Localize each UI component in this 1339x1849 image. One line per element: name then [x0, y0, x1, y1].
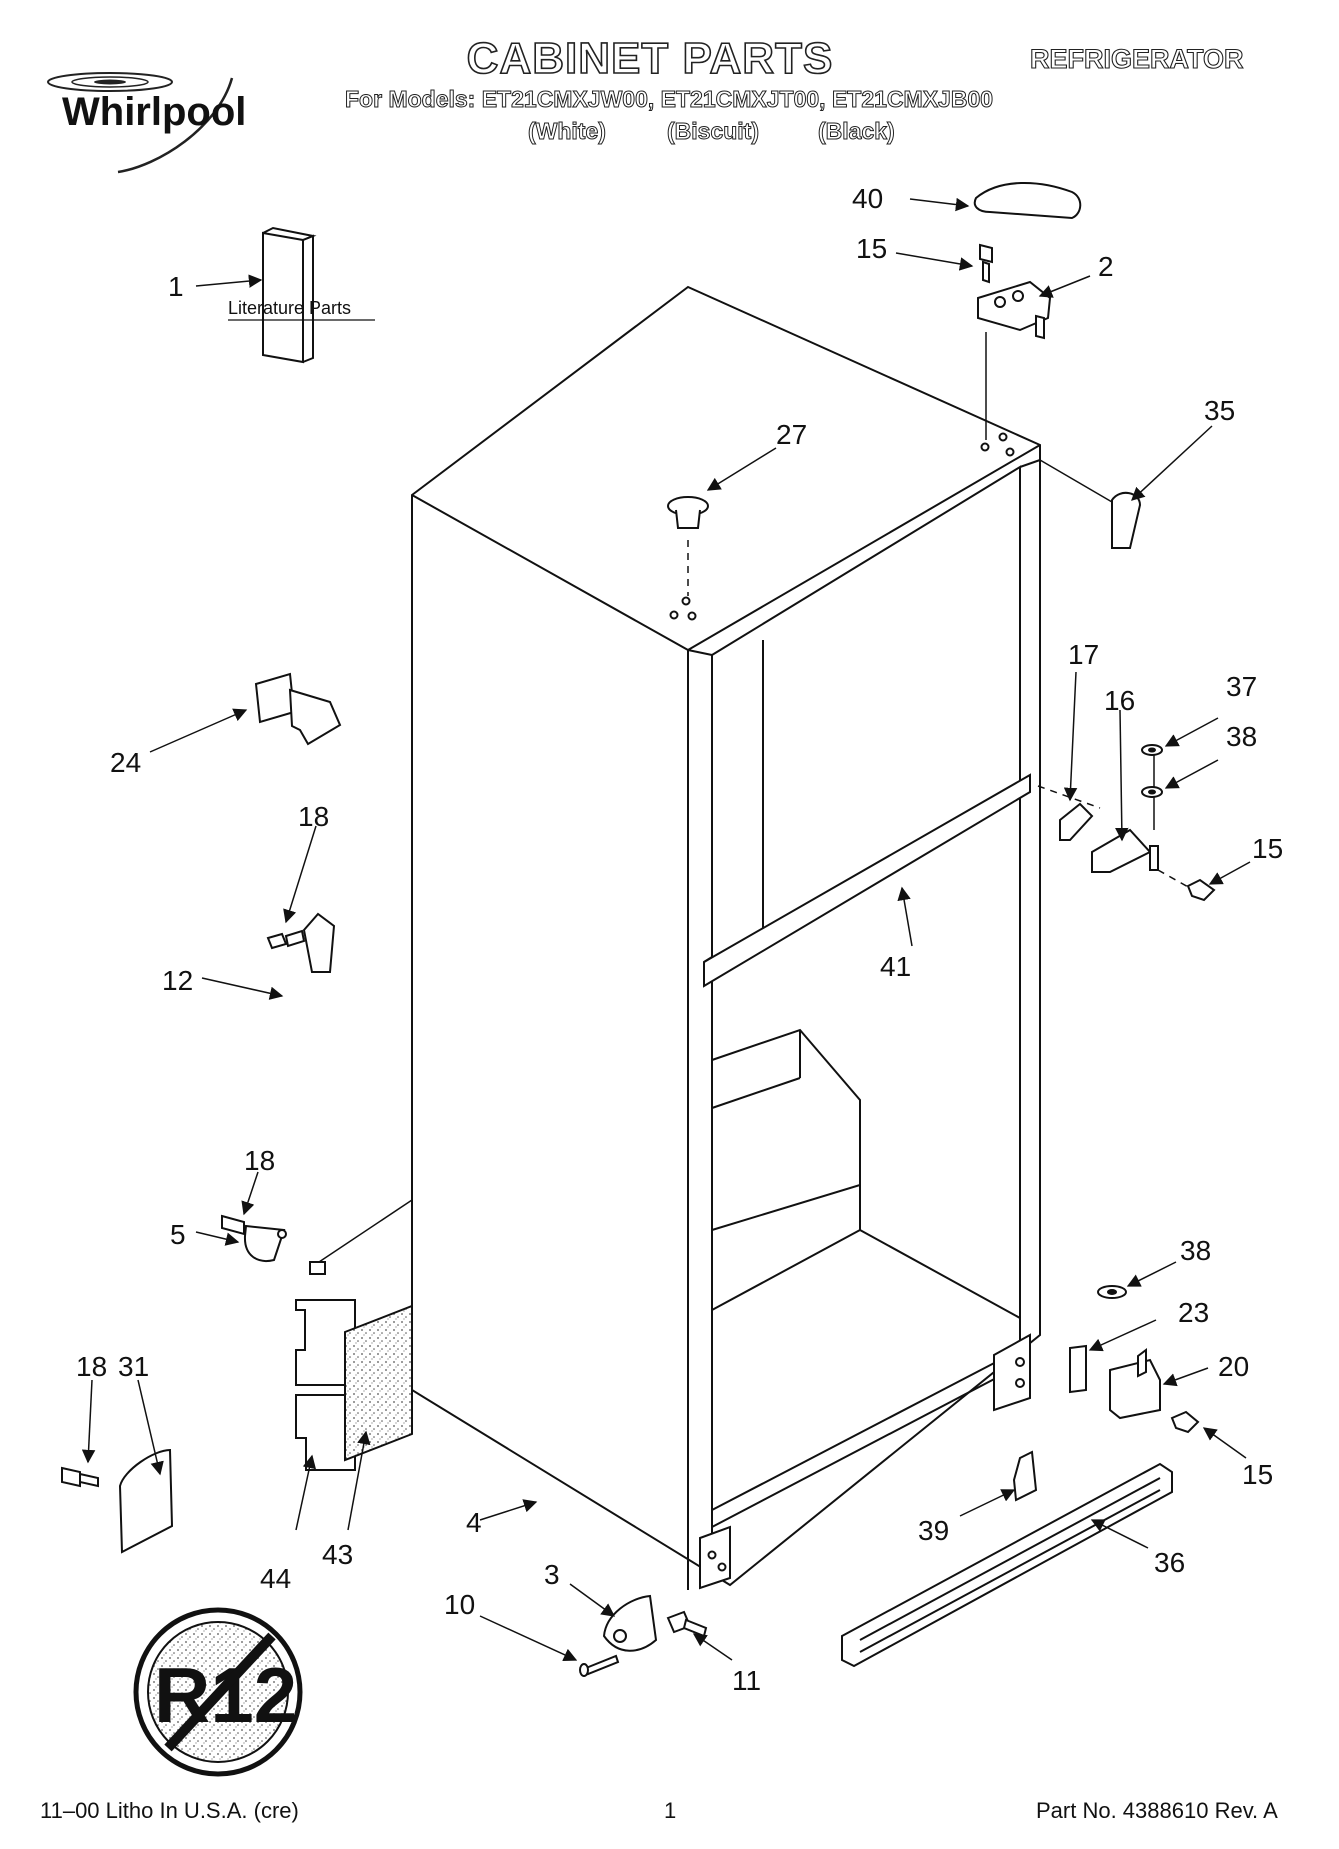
- callout-numbers: 1 2 3 4 5 10 11 12 15 15 15 16 17 18 18 …: [76, 183, 1283, 1696]
- callout-36: 36: [1154, 1547, 1185, 1578]
- appliance-category: REFRIGERATOR: [1029, 43, 1244, 74]
- refrigerator-cabinet: [411, 285, 1041, 1590]
- hinge-screw-top: [979, 243, 993, 284]
- no-r12-symbol: R12: [133, 1607, 303, 1777]
- insulation-pad: [344, 1304, 413, 1462]
- callout-27: 27: [776, 419, 807, 450]
- washer-38-lower: [1097, 1285, 1127, 1299]
- callout-38-lower: 38: [1180, 1235, 1211, 1266]
- callout-15-top: 15: [856, 233, 887, 264]
- callout-41: 41: [880, 951, 911, 982]
- callout-17: 17: [1068, 639, 1099, 670]
- access-cover: [61, 1448, 174, 1554]
- callout-18-lower: 18: [76, 1351, 107, 1382]
- callout-5: 5: [170, 1219, 186, 1250]
- hinge-shim: [1069, 1344, 1087, 1394]
- callout-39: 39: [918, 1515, 949, 1546]
- color-white: (White): [528, 118, 607, 145]
- callout-18-middle: 18: [244, 1145, 275, 1176]
- callout-4: 4: [466, 1507, 482, 1538]
- top-hinge-cover: [973, 181, 1082, 220]
- footer-part-number: Part No. 4388610 Rev. A: [1036, 1798, 1278, 1823]
- hinge-screw-center: [1186, 878, 1216, 902]
- footer-print-info: 11–00 Litho In U.S.A. (cre): [40, 1798, 299, 1823]
- top-hinge: [977, 280, 1052, 340]
- grille-clip: [1012, 1450, 1038, 1502]
- washer-37: [1141, 744, 1163, 756]
- literature-label: Literature Parts: [228, 298, 351, 318]
- leader-arrows: [81, 197, 1251, 1662]
- cabinet-top-plug: [667, 496, 709, 529]
- bottom-hinge: [1109, 1348, 1161, 1420]
- callout-40: 40: [852, 183, 883, 214]
- callout-2: 2: [1098, 251, 1114, 282]
- callout-24: 24: [110, 747, 141, 778]
- r12-text: R12: [154, 1651, 297, 1739]
- color-black: (Black): [818, 118, 896, 145]
- callout-10: 10: [444, 1589, 475, 1620]
- roller-screw: [666, 1610, 708, 1638]
- roller-pin: [579, 1654, 620, 1677]
- cord-clamp: [221, 1214, 287, 1262]
- door-stop-bracket: [266, 912, 336, 973]
- roller-bracket: [602, 1594, 658, 1652]
- washer-38: [1141, 786, 1163, 798]
- callout-18-upper: 18: [298, 801, 329, 832]
- color-biscuit: (Biscuit): [667, 118, 760, 145]
- models-line: For Models: ET21CMXJW00, ET21CMXJT00, ET…: [344, 86, 994, 113]
- callout-15-bottom: 15: [1242, 1459, 1273, 1490]
- leveling-pin: [254, 672, 342, 746]
- brand-wordmark: Whirlpool: [62, 90, 246, 134]
- callout-3: 3: [544, 1559, 560, 1590]
- callout-23: 23: [1178, 1297, 1209, 1328]
- shim-bracket: [1111, 491, 1142, 549]
- toe-grille: [841, 1462, 1173, 1668]
- callout-38-upper: 38: [1226, 721, 1257, 752]
- callout-15-center: 15: [1252, 833, 1283, 864]
- hinge-screw-bottom: [1170, 1410, 1200, 1434]
- callout-43: 43: [322, 1539, 353, 1570]
- center-hinge: [1059, 802, 1159, 873]
- callout-31: 31: [118, 1351, 149, 1382]
- callout-37: 37: [1226, 671, 1257, 702]
- page-title: CABINET PARTS: [466, 33, 834, 84]
- callout-16: 16: [1104, 685, 1135, 716]
- callout-1: 1: [168, 271, 184, 302]
- callout-12: 12: [162, 965, 193, 996]
- callout-11: 11: [732, 1665, 761, 1696]
- callout-20: 20: [1218, 1351, 1249, 1382]
- callout-35: 35: [1204, 395, 1235, 426]
- whirlpool-logo: Whirlpool: [47, 72, 246, 174]
- literature-booklet: [262, 226, 317, 364]
- footer-page-number: 1: [664, 1798, 677, 1823]
- callout-44: 44: [260, 1563, 291, 1594]
